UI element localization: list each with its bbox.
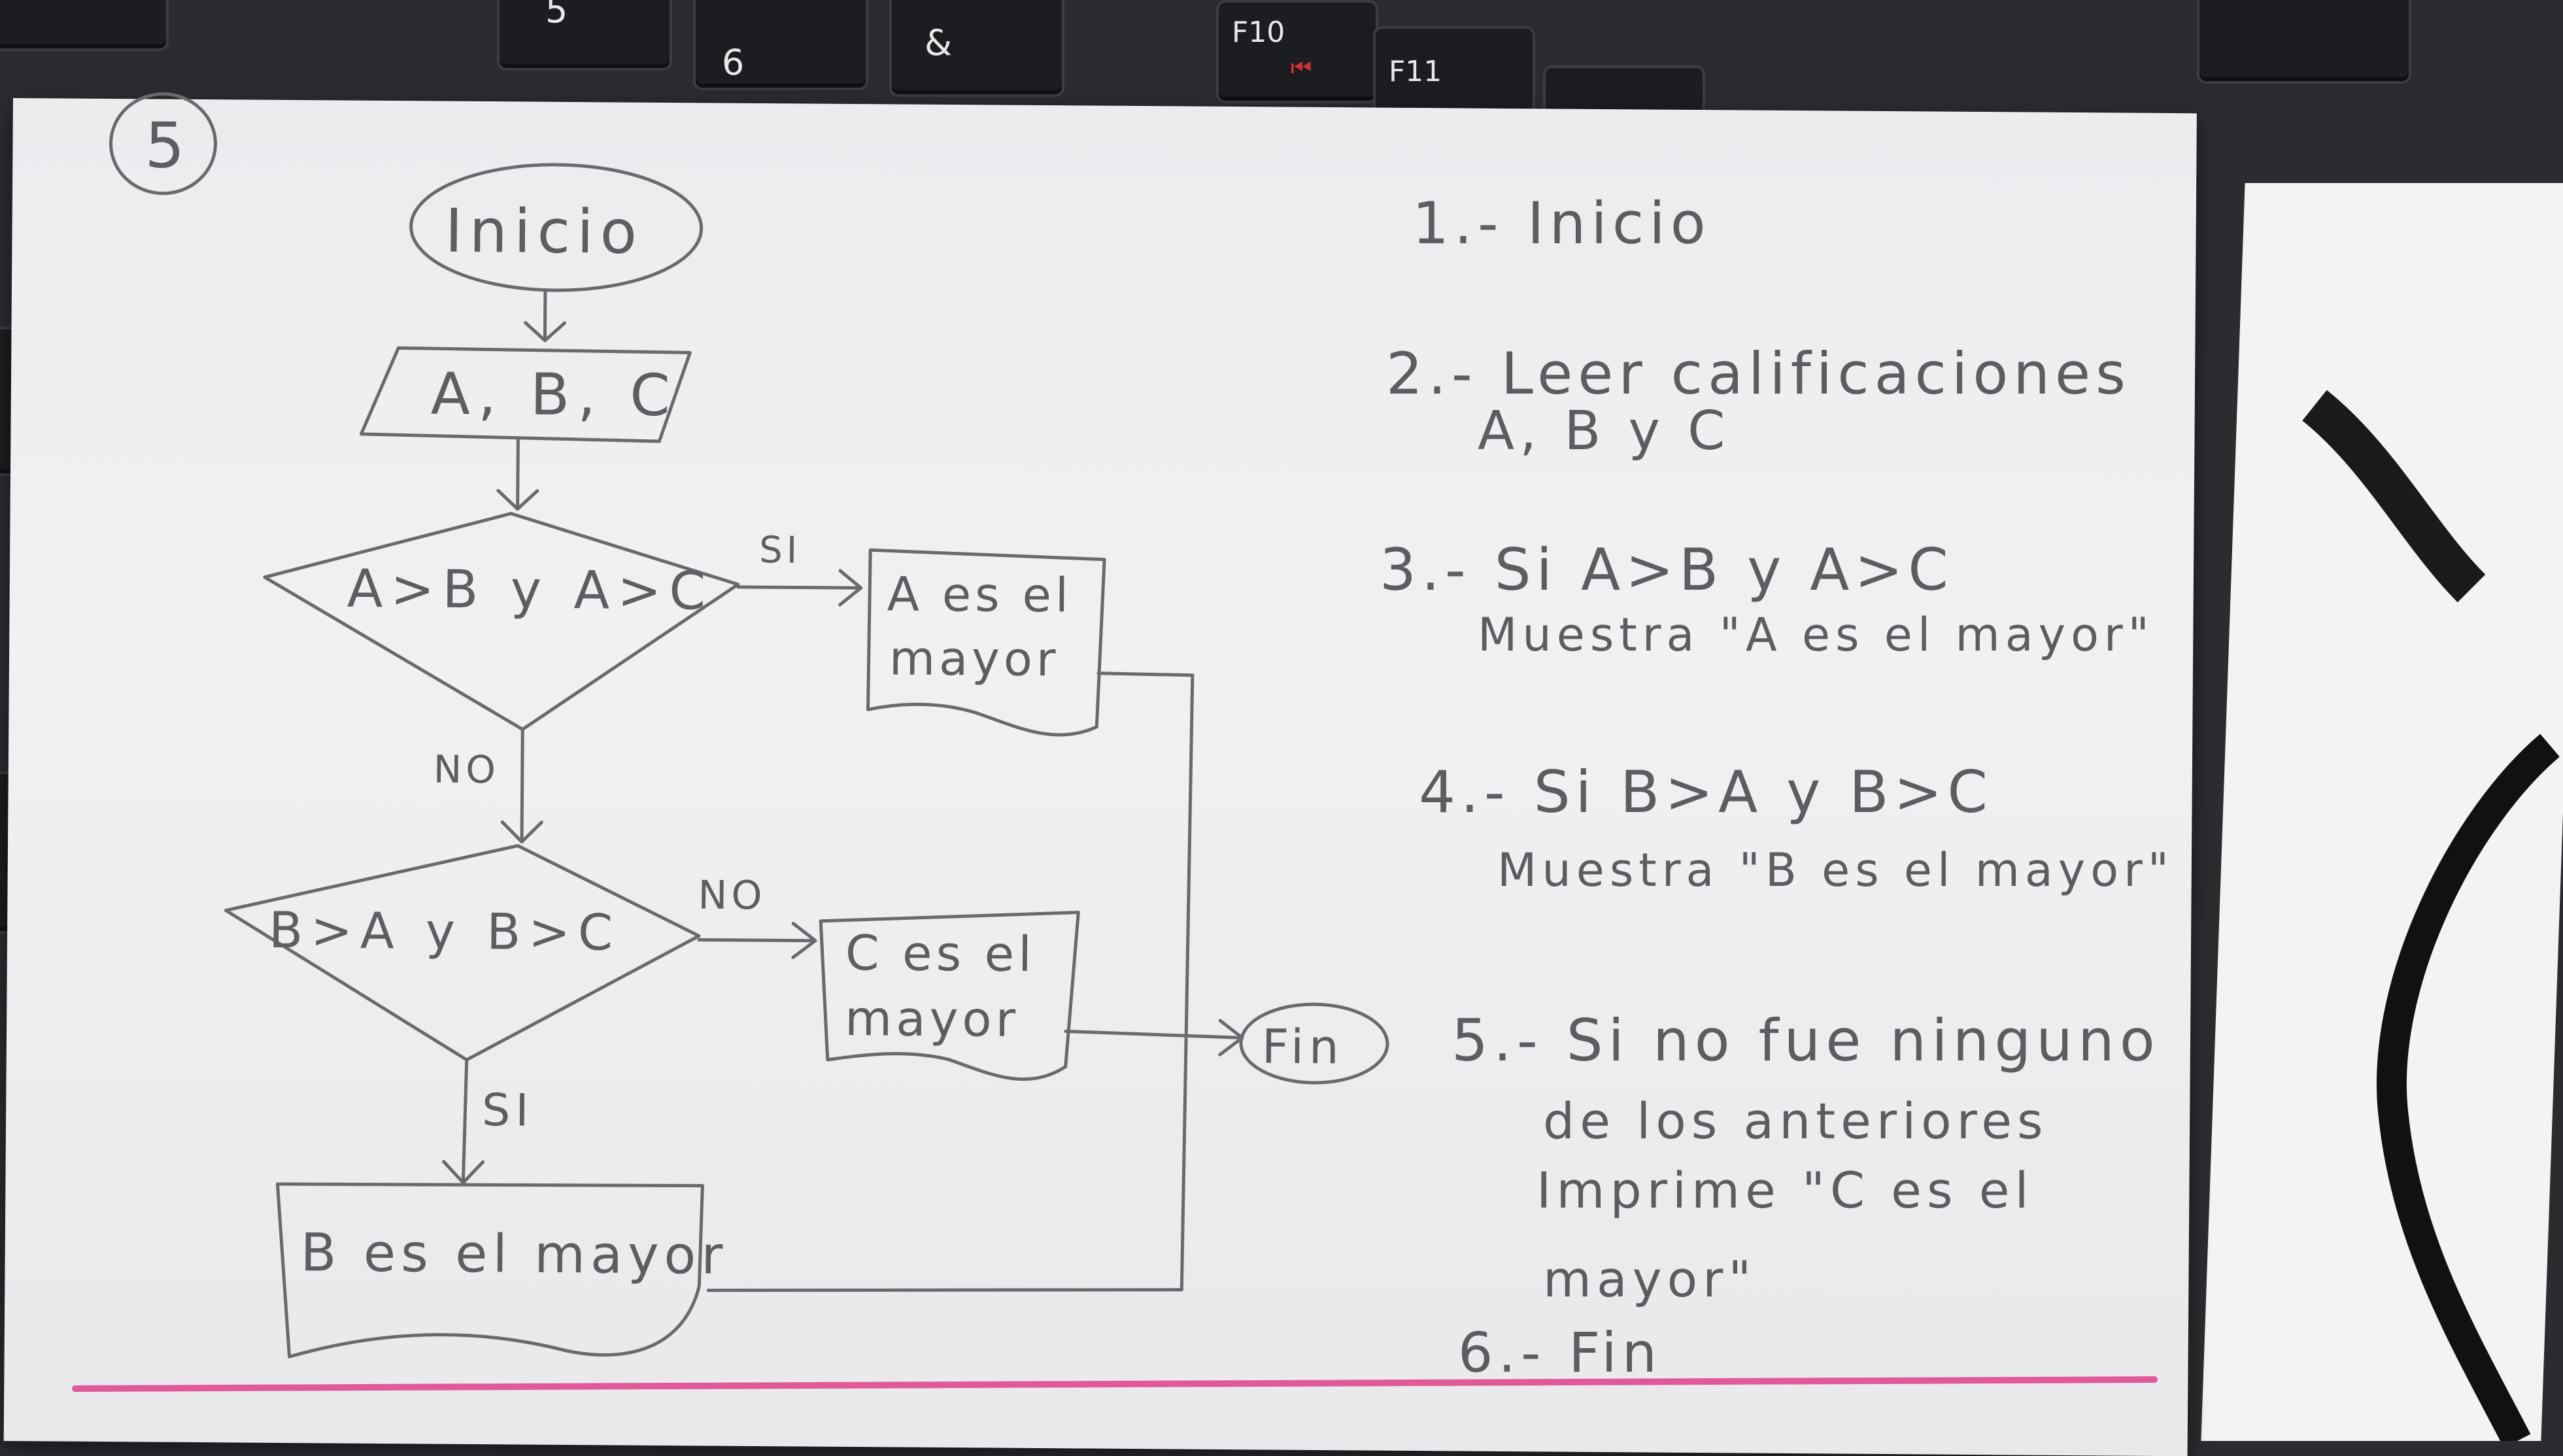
decision1-diamond xyxy=(263,511,740,732)
arrow-output-c-to-end xyxy=(1064,1019,1244,1057)
decision2-yes-label: SI xyxy=(482,1085,534,1137)
problem-number: 5 xyxy=(144,109,185,182)
decision2-no-label: NO xyxy=(698,872,766,919)
output-a-line2: mayor xyxy=(889,631,1060,687)
step-4-detail: Muestra "B es el mayor" xyxy=(1497,843,2175,897)
input-parallelogram xyxy=(359,346,692,443)
start-label: Inicio xyxy=(445,196,643,267)
end-label: Fin xyxy=(1262,1019,1344,1075)
key-f10: F10⏮ xyxy=(1216,0,1378,103)
arrow-decision2-yes xyxy=(442,1058,485,1185)
output-a-document xyxy=(866,548,1106,737)
step-3: 3.- Si A>B y A>C xyxy=(1380,536,1954,603)
decision2-label: B>A y B>C xyxy=(269,901,621,962)
problem-number-circle xyxy=(109,92,218,195)
step-5-detail-3: mayor" xyxy=(1543,1250,1757,1308)
step-4: 4.- Si B>A y B>C xyxy=(1419,758,1993,826)
output-b-label: B es el mayor xyxy=(300,1222,728,1286)
usb-cable xyxy=(2302,390,2560,1441)
output-a-line1: A es el xyxy=(887,566,1072,622)
key-w: W xyxy=(0,0,169,51)
step-1: 1.- Inicio xyxy=(1412,190,1711,257)
output-c-line2: mayor xyxy=(845,990,1020,1048)
step-3-detail: Muestra "A es el mayor" xyxy=(1478,608,2154,662)
key-extra-right xyxy=(2197,0,2411,84)
step-5-detail-1: de los anteriores xyxy=(1543,1092,2048,1150)
arrow-decision1-no xyxy=(500,728,543,844)
key-f11: F11 xyxy=(1373,26,1535,123)
arrow-start-to-input xyxy=(524,288,567,343)
output-c-document xyxy=(819,911,1080,1081)
step-2-detail: A, B y C xyxy=(1478,400,1731,462)
step-5: 5.- Si no fue ninguno xyxy=(1451,1007,2160,1074)
arrow-decision2-no xyxy=(697,922,817,959)
key-6: 6 xyxy=(693,0,868,90)
decision1-label: A>B y A>C xyxy=(347,558,713,622)
end-terminal xyxy=(1239,1002,1389,1085)
connector-output-a xyxy=(1096,671,1195,1292)
input-label: A, B, C xyxy=(431,360,679,430)
key-ampersand: & xyxy=(889,0,1064,97)
start-terminal xyxy=(409,163,704,292)
arrow-input-to-decision1 xyxy=(496,439,539,511)
output-c-line1: C es el xyxy=(845,925,1036,983)
step-6: 6.- Fin xyxy=(1458,1321,1662,1385)
decision2-diamond xyxy=(224,844,701,1062)
key-5: 5 xyxy=(497,0,672,71)
arrow-decision1-yes xyxy=(736,569,863,607)
decision1-no-label: NO xyxy=(433,747,500,792)
step-2: 2.- Leer calificaciones xyxy=(1386,340,2131,407)
connector-output-b xyxy=(706,1288,1183,1293)
output-b-document xyxy=(275,1182,704,1359)
step-5-detail-2: Imprime "C es el xyxy=(1536,1161,2034,1219)
decision1-yes-label: SI xyxy=(759,529,802,571)
